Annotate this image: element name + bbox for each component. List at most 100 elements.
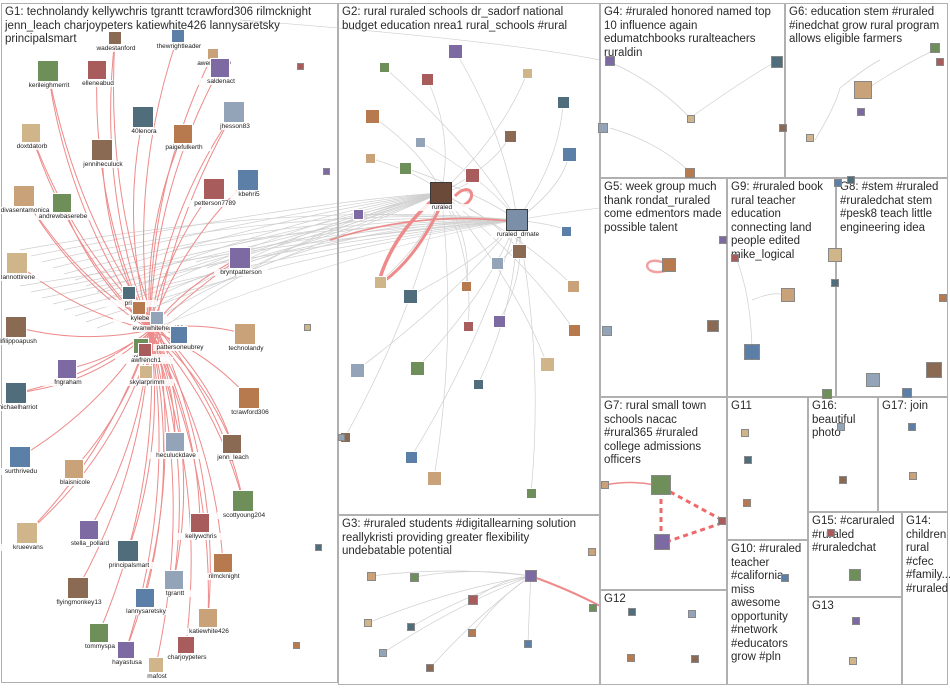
node-avatar[interactable] bbox=[521, 67, 533, 79]
node-avatar[interactable] bbox=[936, 58, 944, 66]
node-avatar[interactable] bbox=[503, 129, 517, 143]
node-avatar[interactable] bbox=[378, 61, 390, 73]
node-avatar[interactable] bbox=[148, 657, 164, 673]
node-avatar[interactable] bbox=[822, 389, 832, 399]
node-avatar[interactable] bbox=[589, 604, 597, 612]
node-avatar[interactable] bbox=[628, 608, 636, 616]
node-avatar[interactable] bbox=[654, 534, 670, 550]
node-avatar[interactable] bbox=[506, 209, 528, 231]
node-avatar[interactable] bbox=[831, 279, 839, 287]
node-avatar[interactable] bbox=[556, 95, 570, 109]
node-avatar[interactable] bbox=[687, 115, 695, 123]
node-avatar[interactable] bbox=[229, 247, 251, 269]
node-avatar[interactable] bbox=[213, 553, 233, 573]
node-avatar[interactable] bbox=[13, 185, 35, 207]
node-avatar[interactable] bbox=[866, 373, 880, 387]
node-avatar[interactable] bbox=[117, 540, 139, 562]
node-avatar[interactable] bbox=[198, 608, 218, 628]
node-avatar[interactable] bbox=[741, 429, 749, 437]
node-avatar[interactable] bbox=[492, 314, 506, 328]
node-avatar[interactable] bbox=[718, 517, 726, 525]
node-avatar[interactable] bbox=[177, 636, 195, 654]
node-avatar[interactable] bbox=[472, 378, 484, 390]
node-avatar[interactable] bbox=[67, 577, 89, 599]
node-avatar[interactable] bbox=[173, 124, 193, 144]
node-avatar[interactable] bbox=[292, 641, 300, 649]
node-avatar[interactable] bbox=[409, 360, 425, 376]
node-avatar[interactable] bbox=[349, 362, 365, 378]
node-avatar[interactable] bbox=[685, 168, 695, 178]
node-avatar[interactable] bbox=[852, 617, 860, 625]
node-avatar[interactable] bbox=[627, 654, 635, 662]
node-avatar[interactable] bbox=[688, 610, 696, 618]
node-avatar[interactable] bbox=[373, 275, 387, 289]
node-avatar[interactable] bbox=[781, 288, 795, 302]
node-avatar[interactable] bbox=[744, 344, 760, 360]
node-avatar[interactable] bbox=[190, 513, 210, 533]
node-avatar[interactable] bbox=[314, 543, 322, 551]
node-avatar[interactable] bbox=[402, 288, 418, 304]
node-avatar[interactable] bbox=[132, 301, 146, 315]
node-avatar[interactable] bbox=[426, 470, 442, 486]
node-avatar[interactable] bbox=[525, 570, 537, 582]
node-avatar[interactable] bbox=[108, 31, 122, 45]
node-avatar[interactable] bbox=[322, 167, 330, 175]
node-avatar[interactable] bbox=[138, 343, 152, 357]
node-avatar[interactable] bbox=[771, 56, 783, 68]
node-avatar[interactable] bbox=[539, 356, 555, 372]
node-avatar[interactable] bbox=[857, 108, 865, 116]
node-avatar[interactable] bbox=[908, 423, 916, 431]
node-avatar[interactable] bbox=[849, 657, 857, 665]
node-avatar[interactable] bbox=[234, 323, 256, 345]
node-avatar[interactable] bbox=[849, 569, 861, 581]
node-avatar[interactable] bbox=[839, 476, 847, 484]
node-avatar[interactable] bbox=[232, 490, 254, 512]
node-avatar[interactable] bbox=[64, 459, 84, 479]
node-avatar[interactable] bbox=[490, 256, 504, 270]
node-avatar[interactable] bbox=[407, 623, 415, 631]
node-avatar[interactable] bbox=[150, 311, 164, 325]
node-avatar[interactable] bbox=[210, 58, 230, 78]
node-avatar[interactable] bbox=[223, 101, 245, 123]
node-avatar[interactable] bbox=[827, 529, 835, 537]
node-avatar[interactable] bbox=[779, 124, 787, 132]
node-avatar[interactable] bbox=[170, 326, 188, 344]
node-avatar[interactable] bbox=[468, 629, 476, 637]
node-avatar[interactable] bbox=[16, 522, 38, 544]
node-avatar[interactable] bbox=[352, 208, 364, 220]
node-avatar[interactable] bbox=[203, 178, 225, 200]
node-avatar[interactable] bbox=[122, 286, 136, 300]
node-avatar[interactable] bbox=[525, 487, 537, 499]
node-avatar[interactable] bbox=[379, 649, 387, 657]
node-avatar[interactable] bbox=[364, 108, 380, 124]
node-avatar[interactable] bbox=[926, 362, 942, 378]
node-avatar[interactable] bbox=[602, 326, 612, 336]
node-avatar[interactable] bbox=[909, 472, 917, 480]
node-avatar[interactable] bbox=[87, 60, 107, 80]
node-avatar[interactable] bbox=[743, 499, 751, 507]
node-avatar[interactable] bbox=[828, 248, 842, 262]
node-avatar[interactable] bbox=[567, 323, 581, 337]
node-avatar[interactable] bbox=[91, 139, 113, 161]
node-avatar[interactable] bbox=[847, 176, 855, 184]
node-avatar[interactable] bbox=[296, 62, 304, 70]
node-avatar[interactable] bbox=[834, 179, 842, 187]
node-avatar[interactable] bbox=[744, 456, 752, 464]
node-avatar[interactable] bbox=[117, 641, 135, 659]
node-avatar[interactable] bbox=[89, 623, 109, 643]
node-avatar[interactable] bbox=[409, 572, 419, 582]
node-avatar[interactable] bbox=[398, 161, 412, 175]
node-avatar[interactable] bbox=[691, 655, 699, 663]
node-avatar[interactable] bbox=[561, 146, 577, 162]
node-avatar[interactable] bbox=[135, 588, 155, 608]
node-avatar[interactable] bbox=[426, 664, 434, 672]
node-avatar[interactable] bbox=[165, 432, 185, 452]
node-avatar[interactable] bbox=[707, 320, 719, 332]
node-avatar[interactable] bbox=[414, 136, 426, 148]
node-avatar[interactable] bbox=[605, 56, 615, 66]
node-avatar[interactable] bbox=[9, 446, 31, 468]
node-avatar[interactable] bbox=[364, 619, 372, 627]
node-avatar[interactable] bbox=[5, 382, 27, 404]
node-avatar[interactable] bbox=[837, 423, 845, 431]
node-avatar[interactable] bbox=[430, 182, 452, 204]
